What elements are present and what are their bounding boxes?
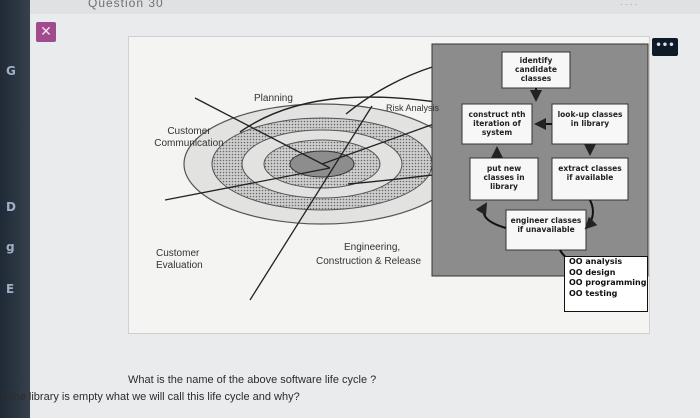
customer-evaluation-label: Customer Evaluation — [156, 248, 203, 271]
close-button[interactable]: ✕ — [36, 22, 56, 42]
quadrant-axes — [164, 97, 446, 301]
identify-classes-box: identify candidate classes — [515, 56, 557, 83]
left-rail: G D g E — [0, 0, 34, 418]
top-right-indicator: · · · · — [620, 0, 638, 9]
rail-glyph: G — [6, 64, 16, 78]
oo-list-item: OO design — [569, 267, 616, 277]
oo-activities-list: OO analysis OO design OO programming OO … — [564, 256, 648, 312]
planning-label: Planning — [254, 93, 293, 104]
lookup-classes-box: look-up classes in library — [557, 110, 623, 128]
question-line-2: if the library is empty what we will cal… — [2, 391, 300, 403]
question-heading: Question 30 — [88, 0, 164, 10]
top-strip — [30, 0, 700, 14]
extract-classes-box: extract classes if available — [558, 164, 622, 182]
more-options-button[interactable]: ••• — [652, 38, 678, 56]
risk-analysis-label: Risk Analysis — [386, 103, 440, 113]
engineer-classes-box: engineer classes if unavailable — [510, 216, 582, 234]
construct-iteration-box: construct nth iteration of system — [468, 110, 526, 137]
component-panel — [431, 43, 649, 277]
rail-glyph: g — [6, 240, 15, 254]
oo-list-item: OO testing — [569, 288, 618, 298]
rail-glyph: D — [6, 200, 16, 214]
put-new-classes-box: put new classes in library — [483, 164, 525, 191]
oo-list-item: OO programming — [569, 278, 647, 287]
question-line-1: What is the name of the above software l… — [128, 374, 377, 386]
rail-glyph: E — [6, 282, 15, 296]
engineering-label: Engineering, — [344, 242, 401, 253]
customer-communication-label: Customer Communication — [154, 126, 224, 149]
construction-release-label: Construction & Release — [316, 256, 422, 267]
oo-list-item: OO analysis — [569, 257, 623, 266]
